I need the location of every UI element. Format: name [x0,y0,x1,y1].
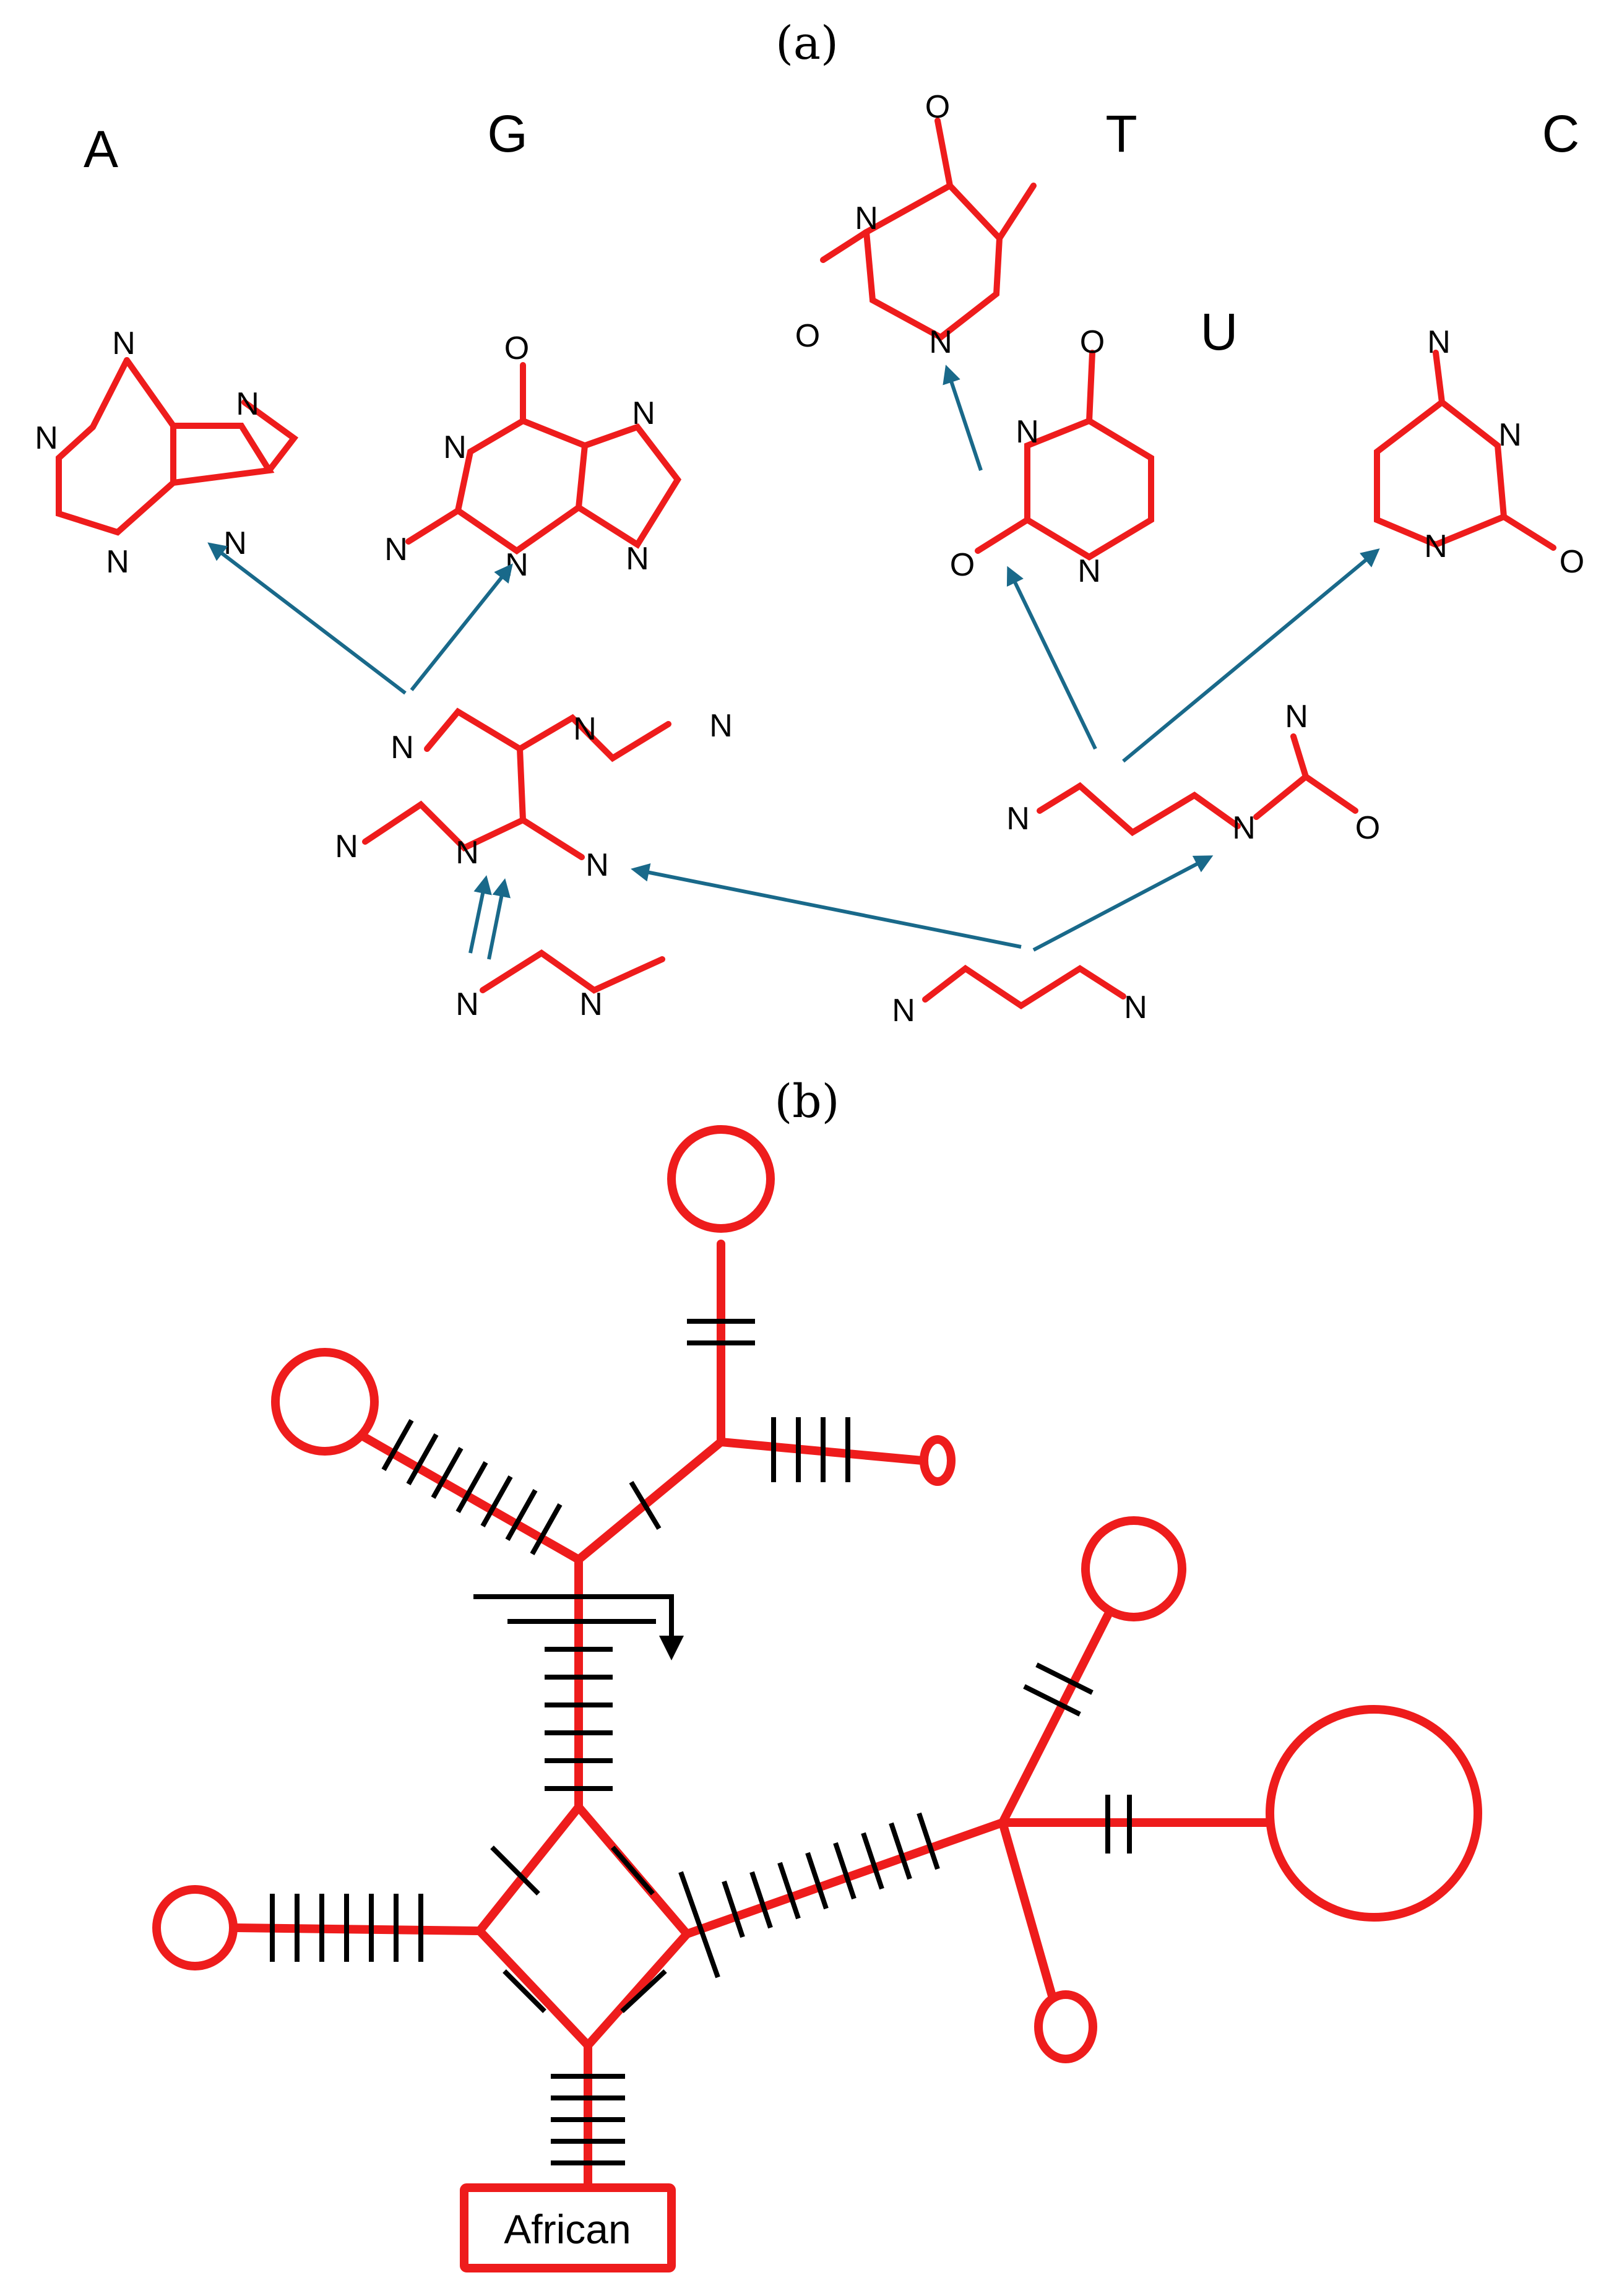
uracil-structure: O N O N [950,324,1154,589]
arrow-from-formamidine-1 [468,875,492,954]
aminoacetonitrile-molecule: N N [892,964,1147,1029]
bent-arrow [656,1594,684,1660]
guanine-o6: O [504,330,529,366]
precursor-n-2: N [573,711,597,747]
uracil-label: U [1201,303,1238,361]
adenine-n6: N [112,326,136,361]
root-box [460,2183,676,2272]
formamidine-molecule: N N [455,949,665,1022]
pyr-precursor-n-1: N [1006,801,1030,837]
formamidine-n-2: N [579,986,603,1022]
precursor-n-6: N [585,847,609,883]
cytosine-label: C [1542,105,1580,163]
cytosine-n4: N [1427,324,1451,360]
pyr-precursor-o: O [1355,810,1380,846]
network-structure: African [152,1125,1482,2272]
loop-right-upper [1081,1516,1186,1621]
arrow-to-cytosine [1122,548,1380,763]
loop-left [152,1885,238,1970]
pyr-precursor-n-3: N [1285,699,1308,735]
precursor-n-3: N [709,708,733,744]
amino-n-1: N [892,993,915,1029]
cytosine-structure: N N N O [1374,324,1584,580]
precursor-n-5: N [455,835,479,871]
arrow-from-formamidine-2 [487,878,511,960]
root-label: African [504,2206,631,2252]
panel-a: (a) A G T C U N N N N N O N N N N N [35,17,1584,1029]
guanine-structure: O N N N N N [384,330,682,583]
pyr-precursor-n-2: N [1232,810,1256,846]
guanine-n3: N [505,547,529,583]
panel-b: (b) African [152,1075,1482,2272]
arrow-to-purine-precursor [631,863,1022,949]
thymine-o2: O [795,318,820,354]
thymine-o4: O [925,89,950,125]
pyrimidine-precursor: N N N O [1006,699,1380,846]
amino-n-2: N [1124,990,1147,1025]
arrow-to-guanine [410,563,513,691]
precursor-n-4: N [335,829,358,865]
arrow-to-thymine [943,365,983,471]
arrow-to-pyrimidine-precursor [1032,855,1214,952]
thymine-label: T [1105,105,1137,163]
adenine-n3: N [106,544,129,580]
thymine-structure: O N O N [795,89,1037,360]
loop-upper-left [271,1348,379,1456]
arrow-to-uracil [1006,566,1097,750]
thymine-n3: N [855,201,878,236]
adenine-structure: N N N N N [35,326,299,580]
central-diamond [473,1800,693,2052]
reaction-arrows [207,365,1380,960]
mutation-ticks [270,1319,1132,2165]
loop-top [667,1125,775,1233]
guanine-label: G [487,105,527,163]
cytosine-n3: N [1498,417,1522,453]
adenine-n1: N [35,420,58,456]
cytosine-o2: O [1560,544,1584,580]
panel-a-label: (a) [775,17,839,70]
formamidine-n-1: N [455,986,479,1022]
panel-b-label: (b) [774,1075,839,1128]
adenine-label: A [84,120,118,178]
guanine-n7: N [632,395,655,431]
uracil-n1: N [1077,553,1101,589]
uracil-n3: N [1016,414,1039,450]
arrow-to-adenine [207,542,407,695]
guanine-n9: N [626,541,649,577]
guanine-n1: N [443,429,467,465]
uracil-o2: O [950,547,975,583]
thymine-n1: N [929,324,952,360]
uracil-o4: O [1080,324,1105,360]
loop-lower-right [1034,1990,1097,2063]
loop-large-right [1266,1705,1482,1922]
adenine-n7: N [236,386,259,422]
purine-precursor: N N N N N N [335,707,733,883]
loop-small-right [920,1435,956,1486]
precursor-n-1: N [391,730,414,766]
cytosine-n1: N [1424,529,1448,564]
guanine-n2: N [384,532,408,568]
